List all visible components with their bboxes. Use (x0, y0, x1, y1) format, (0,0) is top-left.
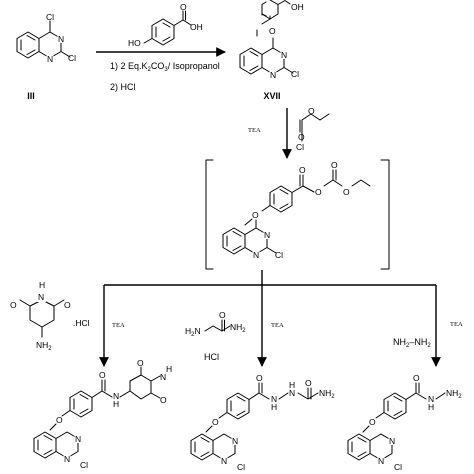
product-b-n2: N (289, 388, 295, 398)
intermediate-n-lower: N (253, 250, 259, 260)
branch-b-salt: HCl (204, 352, 219, 362)
piperidinedione-o2: O (64, 300, 71, 310)
product-b: O H N N H O NH2 O N N Cl (190, 373, 335, 472)
xvii-o-ether: O (269, 26, 276, 36)
intermediate-o-anhydride: O (315, 187, 322, 197)
product-a-o2: O (160, 395, 167, 405)
product-a-nh-n: N (113, 391, 119, 401)
product-c-ring-n2: N (378, 456, 384, 466)
compound-iii-label: III (27, 91, 35, 101)
intermediate-o-carbonyl-2: O (331, 160, 338, 170)
intermediate-o-carbonyl-1: O (299, 165, 306, 175)
product-b-o-amide: O (256, 373, 263, 383)
branch-a-base: TEA (112, 322, 125, 329)
product-b-h1: H (271, 402, 277, 412)
iii-cl-right: Cl (68, 53, 76, 63)
semicarbazide: H2N O NH2 HCl (185, 310, 246, 362)
iii-cl-top: Cl (46, 12, 54, 22)
product-c-o-amide: O (413, 373, 420, 383)
xvii-oh-text: OH (291, 2, 304, 12)
reagent-oh-text: OH (190, 22, 203, 32)
product-a-cl: Cl (80, 460, 88, 470)
compound-iii: Cl Cl N N III (16, 12, 76, 101)
piperidinedione-h: H (39, 280, 45, 290)
product-a-o1: O (137, 358, 144, 368)
semicarbazide-h2n: H2N (185, 326, 201, 338)
product-c-cl: Cl (394, 462, 402, 472)
product-c-nh2: NH2 (446, 388, 462, 400)
reagent-o-text: O (180, 2, 187, 12)
product-a-o-amide: O (99, 370, 106, 380)
product-a-nh-h: H (113, 399, 119, 409)
intermediate: O O O O O N N Cl (222, 160, 371, 260)
hydrazine-formula: NH2–NH2 (393, 337, 431, 349)
step1-condition-1: 1) 2 Eq.K2CO3/ Isopropanol (110, 61, 220, 73)
product-c-n1: N (428, 394, 434, 404)
intermediate-n-upper: N (264, 230, 270, 240)
step1-condition-2: 2) HCl (110, 82, 136, 92)
chloroformate-o-text: O (298, 132, 305, 142)
intermediate-cl: Cl (275, 250, 283, 260)
branch-c-base: TEA (450, 321, 463, 328)
intermediate-brackets (205, 159, 390, 270)
step2-base: TEA (248, 127, 261, 134)
product-a: O H N O N H O O N N Cl (33, 358, 172, 470)
product-b-o2: O (305, 378, 312, 388)
product-b-n1: N (271, 394, 277, 404)
chloroformate-o2-text: O (308, 106, 315, 116)
intermediate-o-ethoxy: O (343, 187, 350, 197)
product-b-o-ether: O (212, 417, 219, 427)
iii-n-lower: N (47, 54, 53, 64)
iii-n-upper: N (58, 34, 64, 44)
aminopiperidinedione: H N O O NH2 (10, 280, 71, 352)
product-b-ring-n2: N (221, 456, 227, 466)
product-a-n2: N (64, 454, 70, 464)
piperidinedione-o1: O (10, 300, 17, 310)
semicarbazide-o: O (219, 310, 226, 320)
compound-xvii: O OH N N Cl XVII (239, 0, 304, 101)
intermediate-o-ether: O (252, 210, 259, 220)
product-a-n1: N (75, 434, 81, 444)
product-a-ring-n: N (160, 372, 166, 382)
product-a-o-ether: O (56, 415, 63, 425)
xvii-n-upper: N (281, 50, 287, 60)
product-c-o-ether: O (369, 417, 376, 427)
xvii-n-lower: N (270, 70, 276, 80)
branch-lines (99, 270, 441, 367)
product-c-ring-n1: N (389, 436, 395, 446)
chloroformate-cl-text: Cl (296, 142, 304, 152)
hydroxybenzoic-acid: HO O OH (128, 2, 203, 48)
product-a-ring-h: H (166, 364, 172, 374)
piperidinedione-nh2: NH2 (36, 340, 52, 352)
piperidinedione-n: N (38, 292, 44, 302)
reagent-ho-text: HO (128, 38, 141, 48)
xvii-cl: Cl (291, 69, 299, 79)
product-c-h1: H (428, 402, 434, 412)
product-b-cl: Cl (237, 462, 245, 472)
product-c: O H N NH2 O N N Cl (347, 373, 462, 472)
branch-b-base: TEA (271, 322, 284, 329)
ethyl-chloroformate: O Cl O (296, 106, 330, 152)
compound-xvii-label: XVII (263, 91, 280, 101)
branch-a-salt: .HCl (73, 318, 90, 328)
product-b-nh2: NH2 (319, 388, 335, 400)
product-b-ring-n1: N (232, 436, 238, 446)
semicarbazide-nh2: NH2 (230, 322, 246, 334)
product-b-h2: H (289, 380, 295, 390)
